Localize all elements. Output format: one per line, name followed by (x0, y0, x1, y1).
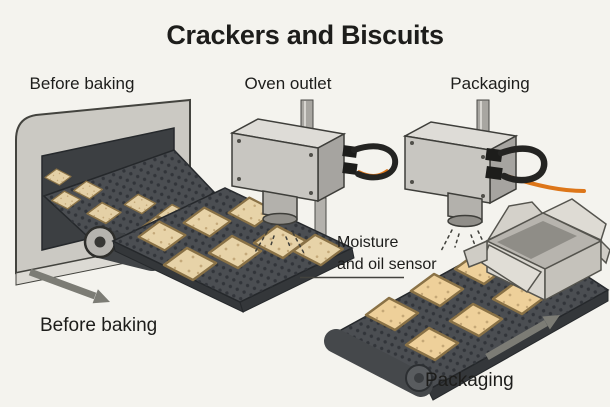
sensor-cable-loop (497, 145, 548, 184)
sensor-lens-opening (262, 212, 298, 226)
box-interior (497, 221, 577, 259)
sensor-screws (410, 141, 485, 198)
sensor-cable-loop (351, 143, 399, 181)
flow-arrow-packaging (485, 315, 560, 361)
sensor-front-face (404, 135, 491, 204)
sensor-screws (237, 139, 313, 195)
sensor-front-face (231, 132, 319, 202)
sensor-annotation: Moisture and oil sensor (300, 234, 437, 279)
arrow-shaft (28, 268, 97, 300)
conveyor-roller-axle (94, 236, 106, 248)
packaging-roller-axle (414, 373, 424, 383)
sensor-annotation-line2: and oil sensor (337, 256, 437, 273)
arrow-head (92, 289, 110, 304)
box-right-flap (600, 239, 610, 265)
diagram-title: Crackers and Biscuits (166, 20, 443, 50)
stage-label-oven-outlet: Oven outlet (245, 74, 332, 93)
moisture-sensor-packaging (402, 99, 586, 255)
sensor-lens-opening (447, 214, 483, 228)
flow-label-packaging: Packaging (425, 370, 514, 391)
flow-label-before-baking: Before baking (40, 315, 157, 336)
outlet-conveyor (111, 187, 355, 313)
arrow-shaft (485, 319, 548, 361)
stage-label-before-baking: Before baking (30, 74, 135, 93)
cardboard-box (463, 198, 610, 302)
sensor-beam (253, 231, 306, 256)
arrow-head (542, 315, 560, 330)
flow-arrow-before-baking (28, 268, 110, 304)
box-left-flap (463, 239, 488, 268)
stage-label-packaging: Packaging (450, 74, 529, 93)
sensor-annotation-line1: Moisture (337, 234, 398, 251)
moisture-sensor-outlet (229, 99, 399, 256)
box-right-wall (544, 239, 602, 302)
